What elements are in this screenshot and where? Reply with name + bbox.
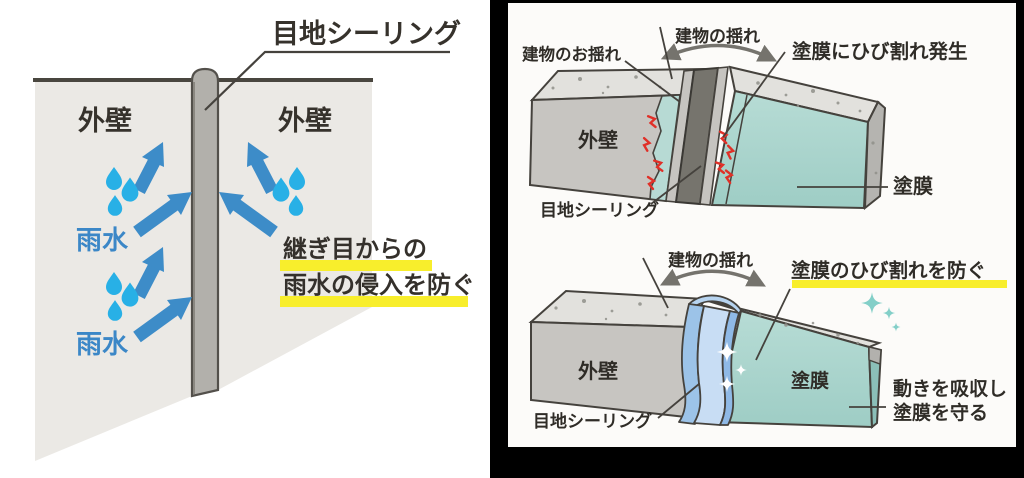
- top-crack-label: 塗膜にひび割れ発生: [792, 40, 968, 63]
- joint-seal-strip: [190, 67, 220, 398]
- top-right-coating-edge-line: [725, 94, 748, 205]
- wall-right-label: 外壁: [278, 106, 332, 137]
- sway-arc-arrow-bottom: [659, 268, 766, 287]
- seal-movement-diagrams: 建物のお揺れ 建物の揺れ 塗膜にひび割れ発生 外壁 目地シーリング 塗膜: [522, 26, 1007, 432]
- bottom-concrete-speckles: [554, 299, 860, 345]
- top-right-block-end-face: [863, 100, 887, 211]
- bottom-coating-label: 塗膜: [791, 369, 829, 392]
- right-panel-background: 建物のお揺れ 建物の揺れ 塗膜にひび割れ発生 外壁 目地シーリング 塗膜: [508, 3, 1016, 447]
- wall-left-label: 外壁: [78, 106, 132, 137]
- pointer-lines-bottom: [642, 257, 886, 419]
- bottom-diagram-protected: 建物の揺れ 塗膜のひび割れを防ぐ 外壁 目地シーリング 塗膜 動きを吸収し 塗膜…: [528, 250, 1007, 432]
- sparkle-icons-teal: [861, 292, 901, 332]
- right-panel-black-frame: 建物のお揺れ 建物の揺れ 塗膜にひび割れ発生 外壁 目地シーリング 塗膜: [490, 0, 1024, 478]
- top-wall-label: 外壁: [578, 128, 618, 152]
- top-coating-label: 塗膜: [893, 174, 933, 198]
- top-concrete-speckles: [551, 75, 878, 175]
- bottom-building-sway-label: 建物の揺れ: [668, 250, 753, 271]
- rain-label-2: 雨水: [76, 330, 129, 360]
- caption-highlighted: 継ぎ目からの 雨水の侵入を防ぐ: [280, 235, 475, 307]
- caption-highlight-bar-2: [280, 296, 468, 307]
- seal-leader-line: [204, 50, 450, 111]
- prevent-highlight-bar: [792, 280, 1007, 288]
- sway-arc-arrow: [660, 43, 778, 62]
- bottom-wall-label: 外壁: [578, 359, 618, 383]
- sealant-top-bulge: [688, 294, 742, 315]
- bottom-prevent-label: 塗膜のひび割れを防ぐ: [791, 259, 986, 282]
- bottom-right-block-end-face-top: [868, 346, 882, 365]
- caption-line-2: 雨水の侵入を防ぐ: [283, 271, 475, 299]
- seal-label: 目地シーリング: [272, 18, 461, 50]
- top-seal-label: 目地シーリング: [540, 200, 659, 221]
- flexible-sealant: [678, 294, 742, 426]
- caption-line-1: 継ぎ目からの: [283, 235, 427, 263]
- caption-highlight-bar-1: [280, 260, 432, 271]
- absorb-label-line1: 動きを吸収し: [893, 378, 1007, 400]
- pointer-lines-top: [624, 26, 888, 205]
- top-diagram-cracked: 建物のお揺れ 建物の揺れ 塗膜にひび割れ発生 外壁 目地シーリング 塗膜: [522, 26, 968, 221]
- rain-label-1: 雨水: [76, 226, 129, 256]
- wall-joint-rain-diagram: 目地シーリング 外壁 外壁 雨水 雨水 継ぎ目からの 雨水の侵入を防ぐ: [33, 18, 475, 461]
- top-joint-backer-right: [699, 66, 729, 206]
- sealant-right-band: [719, 310, 740, 426]
- wall-left-shape: [35, 82, 192, 461]
- absorb-label-line2: 塗膜を守る: [893, 401, 988, 424]
- top-building-sway-label: 建物の揺れ: [675, 26, 760, 47]
- bottom-seal-label: 目地シーリング: [533, 411, 652, 432]
- top-building-sway-left-label: 建物のお揺れ: [522, 44, 622, 64]
